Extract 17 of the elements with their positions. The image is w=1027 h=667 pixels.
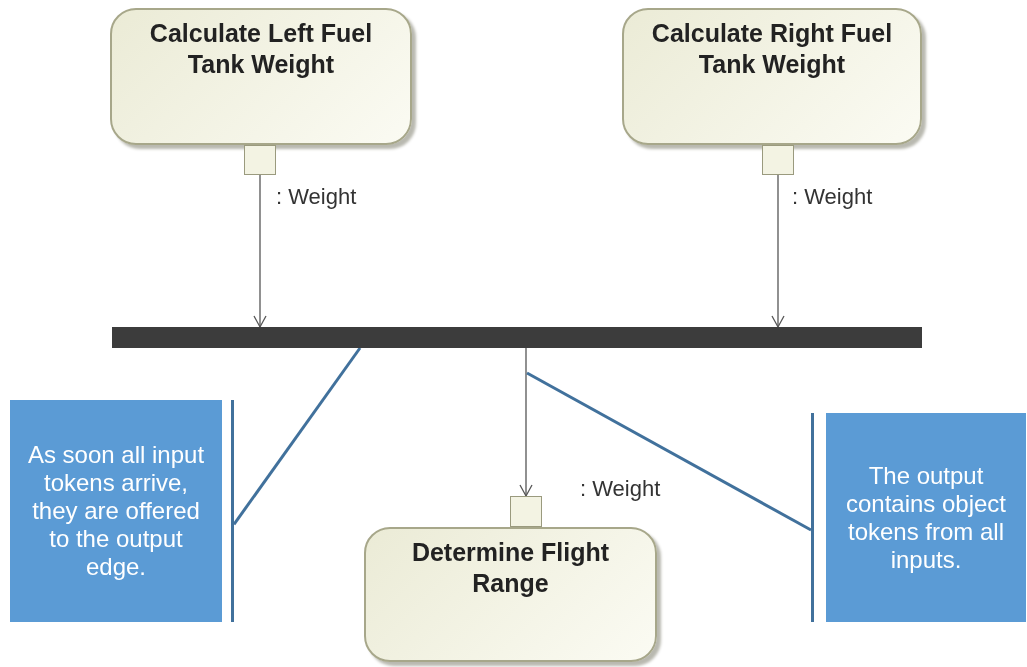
pin-box: [762, 145, 794, 175]
action-node: Calculate Left Fuel Tank Weight: [110, 8, 412, 145]
action-node: Determine Flight Range: [364, 527, 657, 662]
pin-box: [244, 145, 276, 175]
arrow: [519, 347, 533, 497]
pin-box: [510, 496, 542, 527]
leader-line: [232, 347, 362, 526]
arrow: [253, 174, 267, 328]
pin-label: : Weight: [276, 183, 357, 211]
leader-line: [526, 371, 812, 532]
note-box: As soon all input tokens arrive, they are offered to the output edge.: [10, 400, 234, 622]
note-box: The output contains object tokens from all inputs.: [811, 413, 1026, 622]
arrow: [771, 174, 785, 328]
pin-label: : Weight: [792, 183, 873, 211]
join-bar: [112, 327, 922, 348]
action-node: Calculate Right Fuel Tank Weight: [622, 8, 922, 145]
pin-label: : Weight: [580, 475, 661, 503]
